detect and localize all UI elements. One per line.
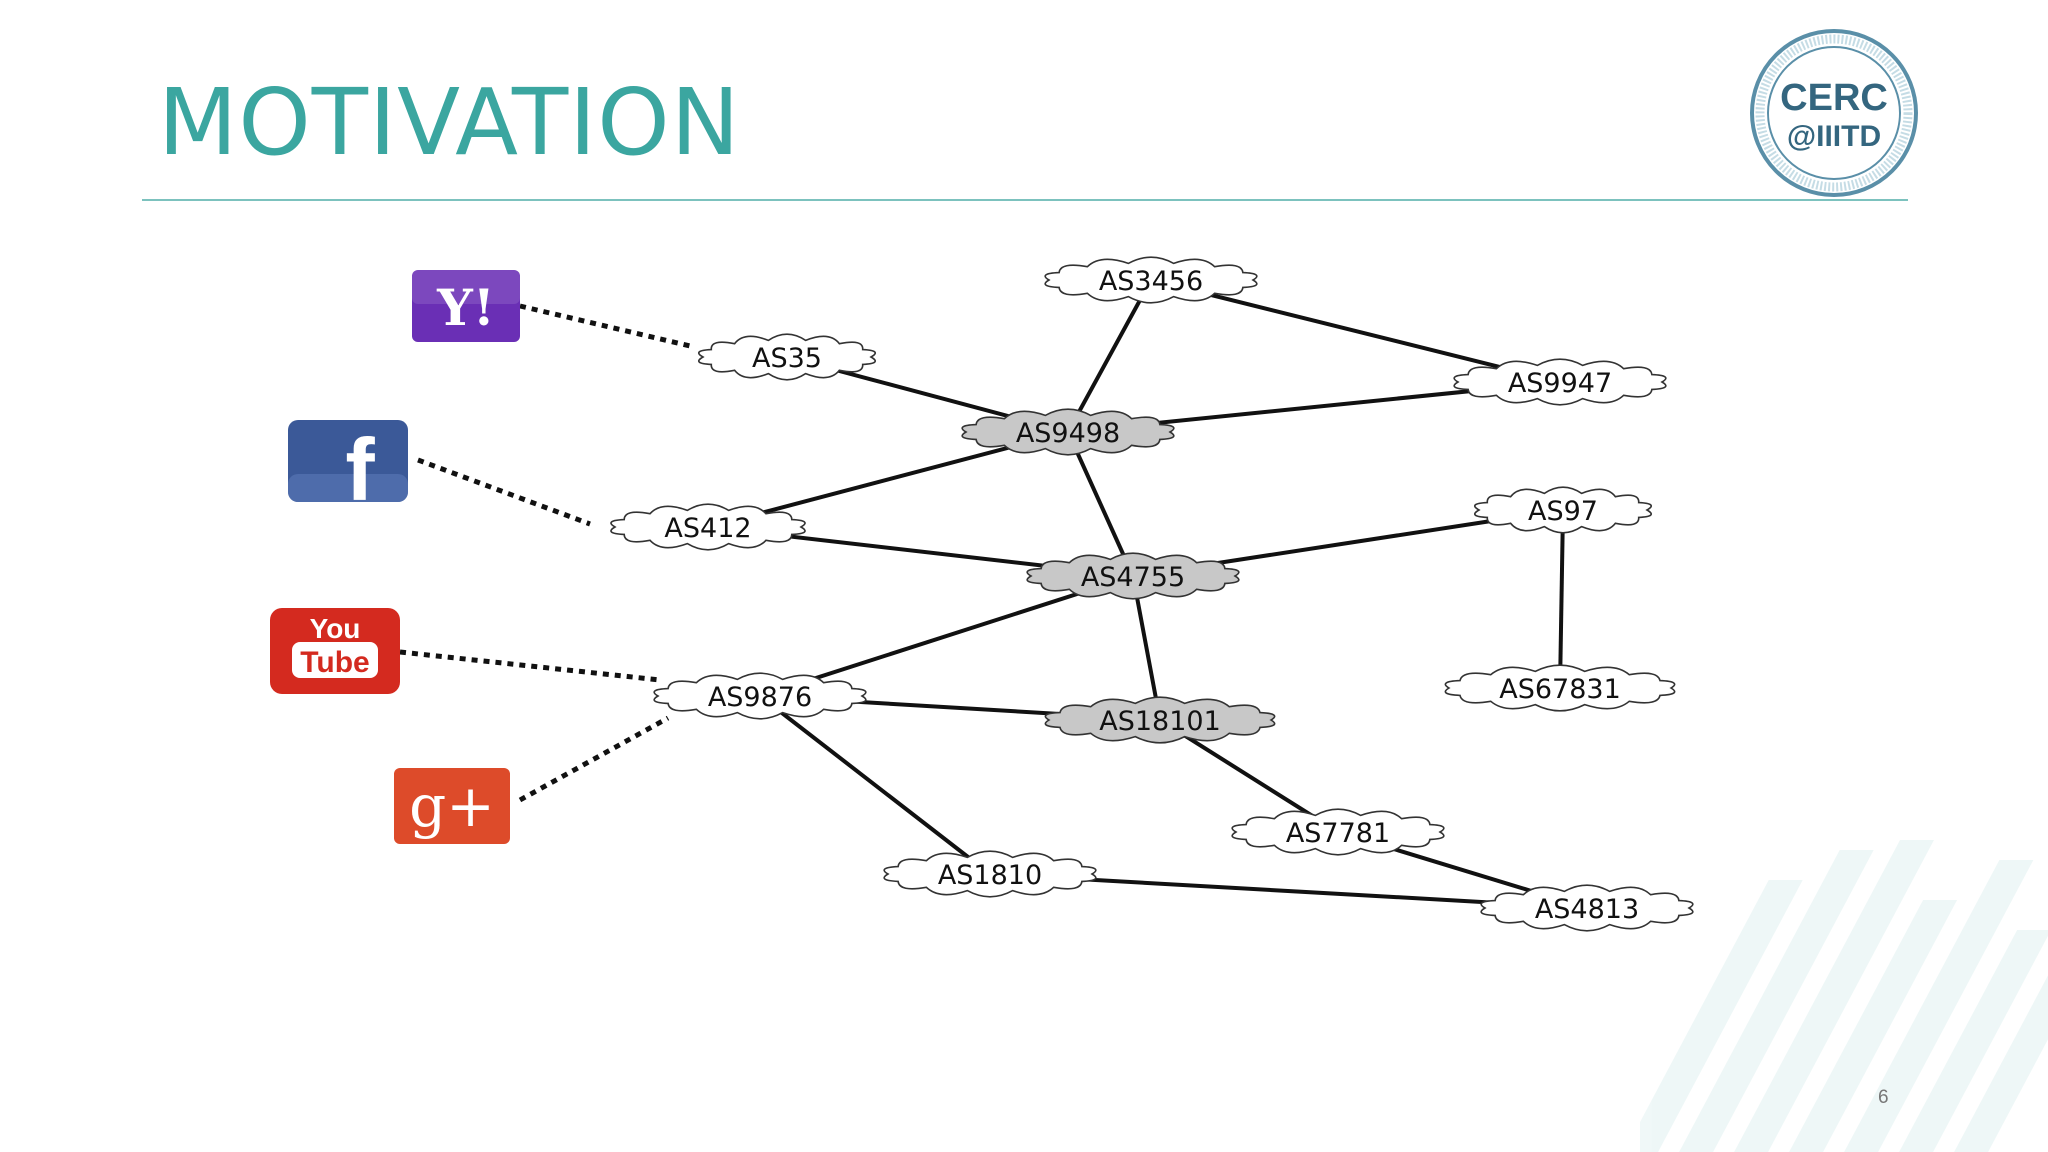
google-plus-icon: g+ (394, 768, 510, 844)
as-node-label: AS3456 (1099, 266, 1203, 297)
as-node-label: AS35 (752, 343, 822, 374)
as-node-as9947: AS9947 (1453, 358, 1667, 406)
as-node-label: AS67831 (1499, 674, 1621, 705)
service-link-yahoo-AS35 (519, 303, 691, 349)
service-link-layer (399, 303, 691, 803)
as-node-as9876: AS9876 (653, 672, 867, 720)
edge-AS9876-AS1810 (758, 694, 992, 876)
cloud-shape (961, 408, 1175, 456)
as-node-as67831: AS67831 (1444, 664, 1676, 712)
service-link-youtube-AS9876 (399, 649, 661, 683)
edge-AS97-AS67831 (1558, 509, 1565, 689)
as-node-label: AS7781 (1286, 818, 1390, 849)
service-link-googleplus-AS9876 (518, 715, 670, 803)
as-node-label: AS9947 (1508, 368, 1612, 399)
youtube-icon: You Tube (270, 608, 400, 694)
edge-AS3456-AS9498 (1066, 279, 1153, 433)
as-node-label: AS97 (1528, 496, 1598, 527)
as-node-label: AS4755 (1081, 562, 1185, 593)
cloud-shape (610, 503, 806, 551)
slide-title: MOTIVATION (158, 69, 741, 176)
title-divider (142, 199, 1908, 201)
as-node-as4755: AS4755 (1026, 552, 1240, 600)
svg-text:Tube: Tube (300, 646, 369, 679)
svg-text:g+: g+ (409, 772, 495, 840)
yahoo-icon: Y! (412, 270, 520, 342)
as-node-as3456: AS3456 (1044, 256, 1258, 304)
edge-AS4755-AS18101 (1131, 575, 1162, 721)
svg-text:Y!: Y! (436, 278, 495, 337)
svg-text:f: f (345, 420, 375, 519)
cerc-logo: CERC @IIITD (1750, 29, 1918, 197)
decorative-corner-pattern (1640, 840, 2048, 1152)
as-node-as412: AS412 (610, 503, 806, 551)
as-node-as9498: AS9498 (961, 408, 1175, 456)
cloud-shape (883, 850, 1097, 898)
as-node-label: AS4813 (1535, 894, 1639, 925)
as-node-as4813: AS4813 (1480, 884, 1694, 932)
as-node-as97: AS97 (1473, 486, 1653, 534)
cloud-shape (653, 672, 867, 720)
as-node-as7781: AS7781 (1231, 808, 1445, 856)
as-node-label: AS9876 (708, 682, 812, 713)
logo-line2: @IIITD (1787, 120, 1881, 153)
cloud-shape (1231, 808, 1445, 856)
as-node-label: AS1810 (938, 860, 1042, 891)
service-link-facebook-AS412 (417, 457, 591, 527)
cloud-shape (1473, 486, 1653, 534)
logo-line1: CERC (1780, 77, 1888, 119)
as-node-as1810: AS1810 (883, 850, 1097, 898)
svg-text:You: You (310, 613, 361, 644)
facebook-icon: f (288, 420, 408, 519)
cloud-shape (1044, 256, 1258, 304)
cloud-shape (1453, 358, 1667, 406)
cloud-shape (1026, 552, 1240, 600)
cloud-shape (1480, 884, 1694, 932)
cloud-shape (697, 333, 877, 381)
cloud-shape (1044, 696, 1276, 744)
edge-AS9498-AS4755 (1066, 431, 1135, 577)
as-node-label: AS18101 (1099, 706, 1221, 737)
as-node-label: AS412 (664, 513, 751, 544)
as-node-as35: AS35 (697, 333, 877, 381)
cloud-shape (1444, 664, 1676, 712)
edge-AS4755-AS9876 (759, 574, 1134, 698)
as-node-as18101: AS18101 (1044, 696, 1276, 744)
as-node-label: AS9498 (1016, 418, 1120, 449)
page-number: 6 (1878, 1087, 1889, 1108)
edge-AS3456-AS9947 (1150, 278, 1561, 384)
